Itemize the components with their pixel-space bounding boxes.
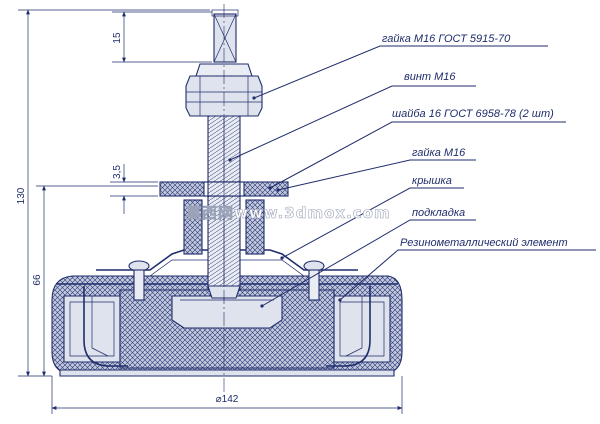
dim-15: 15 <box>112 11 212 63</box>
label-element: Резинометаллический элемент <box>400 237 568 249</box>
pad-bushing <box>183 199 265 255</box>
dim-142-text: ⌀142 <box>216 394 239 405</box>
dim-3-5-text: 3,5 <box>112 165 123 179</box>
label-cover: крышка <box>412 175 452 187</box>
watermark-text: 莫西网www.3dmox.com <box>186 204 391 222</box>
dim-130-text: 130 <box>16 187 27 204</box>
label-screw: винт М16 <box>404 71 456 83</box>
dim-130: 130 <box>16 9 210 377</box>
dim-15-text: 15 <box>112 32 123 44</box>
screw-top-square <box>211 9 239 63</box>
dim-3-5: 3,5 <box>110 164 158 214</box>
label-washer: шайба 16 ГОСТ 6958-78 (2 шт) <box>392 108 554 120</box>
cover-bolt-right <box>303 260 325 301</box>
dim-66-text: 66 <box>32 274 43 286</box>
dim-66: 66 <box>32 185 158 377</box>
leaders <box>228 45 596 308</box>
label-nut-gost: гайка М16 ГОСТ 5915-70 <box>382 33 511 45</box>
label-nut: гайка М16 <box>412 147 466 159</box>
cover-bolt-left <box>128 260 150 301</box>
label-pad: подкладка <box>412 207 465 219</box>
dim-142: ⌀142 <box>51 376 403 414</box>
